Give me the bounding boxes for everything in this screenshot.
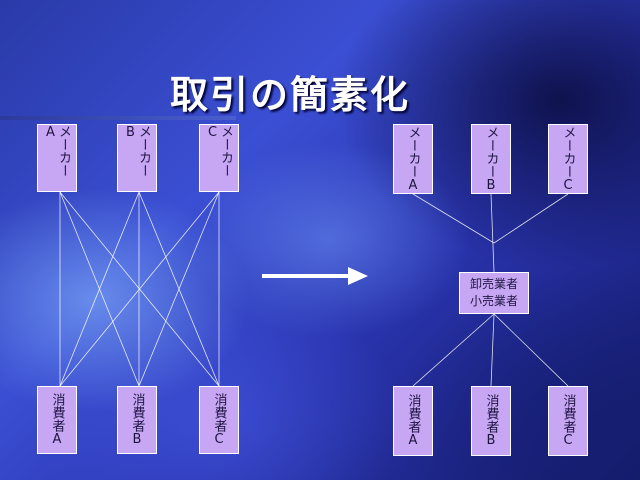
transition-arrow (262, 274, 350, 278)
consumer-a-box-after: 消費者A (393, 386, 433, 456)
maker-b-label-before: メーカーB (123, 125, 151, 177)
intermediary-box: 卸売業者 小売業者 (459, 272, 529, 314)
connector-intermediary-consumer-c (493, 313, 569, 387)
consumer-c-label-after: 消費者C (560, 394, 576, 448)
connector-maker-c-consumer-a (59, 191, 220, 387)
maker-b-box-before: メーカーB (117, 124, 157, 192)
consumer-b-box-before: 消費者B (117, 386, 157, 454)
consumer-a-label-after: 消費者A (405, 394, 421, 448)
maker-b-label-after: メーカーB (483, 125, 499, 193)
consumer-a-box-before: 消費者A (37, 386, 77, 454)
wholesaler-label: 卸売業者 (469, 277, 518, 291)
consumer-c-label-before: 消費者C (211, 393, 227, 447)
connector-maker-a-intermediary (412, 193, 495, 244)
maker-c-box-before: メーカーC (199, 124, 239, 192)
slide-title: 取引の簡素化 (169, 73, 410, 117)
maker-a-label-before: メーカーA (43, 125, 71, 177)
maker-a-label-after: メーカーA (405, 125, 421, 193)
consumer-c-box-after: 消費者C (548, 386, 588, 456)
retailer-label: 小売業者 (469, 294, 518, 308)
title-underline (0, 116, 236, 120)
maker-c-box-after: メーカーC (548, 124, 588, 194)
connector-maker-b-intermediary (490, 193, 495, 273)
consumer-b-box-after: 消費者B (471, 386, 511, 456)
consumer-a-label-before: 消費者A (49, 393, 65, 447)
connector-maker-b-consumer-a (59, 191, 140, 387)
arrow-head-icon (348, 267, 368, 285)
maker-a-box-before: メーカーA (37, 124, 77, 192)
consumer-b-label-after: 消費者B (483, 394, 499, 448)
maker-a-box-after: メーカーA (393, 124, 433, 194)
maker-b-box-after: メーカーB (471, 124, 511, 194)
maker-c-label-after: メーカーC (560, 125, 576, 193)
maker-c-label-before: メーカーC (205, 125, 233, 177)
connector-maker-c-intermediary (493, 193, 569, 244)
consumer-c-box-before: 消費者C (199, 386, 239, 454)
connector-maker-c-consumer-b (138, 191, 220, 387)
connector-intermediary-consumer-a (412, 313, 495, 387)
connector-intermediary-consumer-b (490, 313, 495, 387)
consumer-b-label-before: 消費者B (129, 393, 145, 447)
